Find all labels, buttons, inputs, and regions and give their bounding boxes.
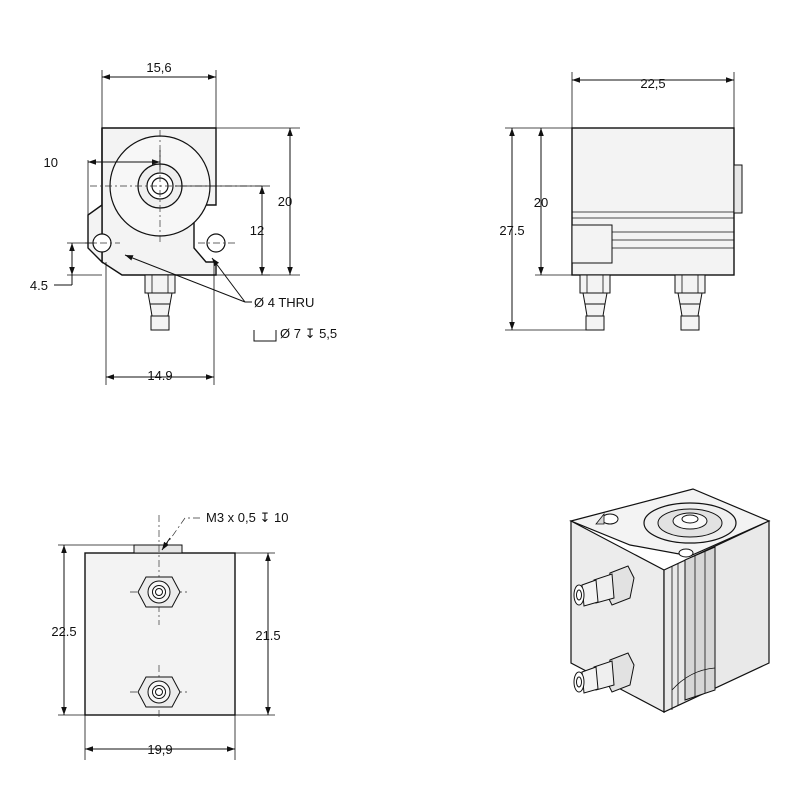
iso-rod-inner <box>681 514 699 524</box>
dim-width-top: 15,6 <box>146 60 171 75</box>
iso-hole-right <box>678 548 694 558</box>
counterbore-note: Ø 7 ↧ 5,5 <box>280 326 337 341</box>
iso-slot <box>684 546 716 701</box>
dim-hole-height-12: 12 <box>250 223 264 238</box>
port-fitting-lower <box>137 676 181 708</box>
dim-height-20: 20 <box>278 194 292 209</box>
dim-center-offset: 10 <box>44 155 58 170</box>
front-view-rod-end <box>133 544 183 554</box>
top-view: 15,6 10 20 12 4.5 14.9 Ø 4 THRU Ø 7 ↧ 5,… <box>30 60 337 385</box>
dim-side-overall-height: 27.5 <box>499 223 524 238</box>
dim-hole-spacing: 14.9 <box>147 368 172 383</box>
dim-front-height-right: 21.5 <box>255 628 280 643</box>
side-view: 22,5 20 27.5 <box>499 72 743 331</box>
thread-note: M3 x 0,5 ↧ 10 <box>206 510 288 525</box>
port-fitting-upper <box>137 576 181 608</box>
iso-fitting-lower <box>573 652 635 694</box>
thru-hole-note: Ø 4 THRU <box>254 295 314 310</box>
side-view-port-block <box>571 224 613 264</box>
air-fitting-side-right <box>674 274 706 331</box>
air-fitting-side-left <box>579 274 611 331</box>
air-fitting-top-view <box>144 274 176 331</box>
dim-hole-offset: 4.5 <box>30 278 48 293</box>
dim-front-width: 19,9 <box>147 742 172 757</box>
iso-fitting-upper <box>573 565 635 607</box>
side-view-cap <box>733 164 743 214</box>
dim-side-body-height: 20 <box>534 195 548 210</box>
dim-side-width: 22,5 <box>640 76 665 91</box>
isometric-view <box>569 488 771 713</box>
front-view: M3 x 0,5 ↧ 10 22.5 21.5 19,9 <box>51 510 288 760</box>
dim-front-height-left: 22.5 <box>51 624 76 639</box>
